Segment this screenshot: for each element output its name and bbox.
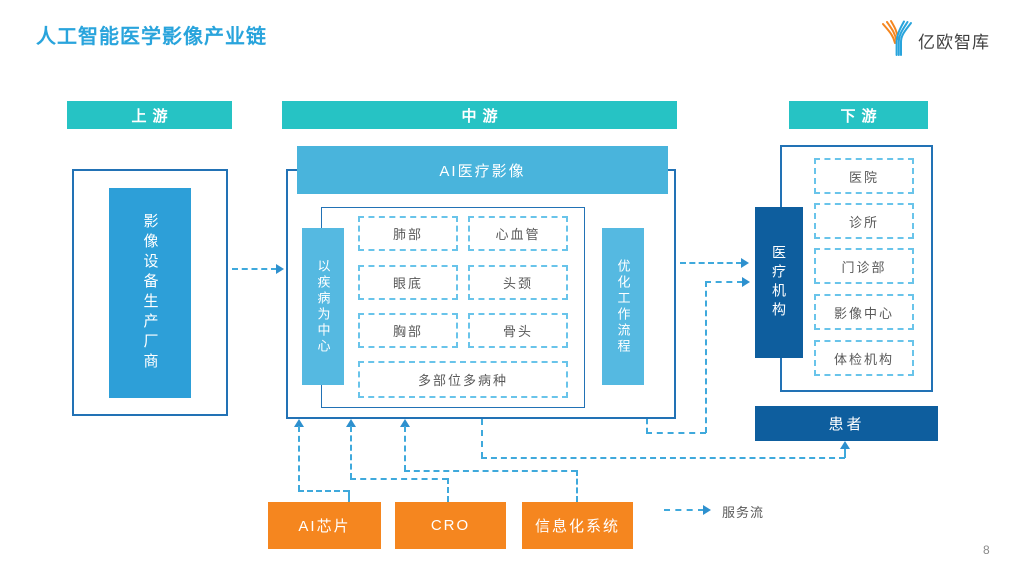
connector-cro-h [350, 478, 448, 480]
disease-item-lung: 肺部 [358, 216, 458, 251]
patient-box: 患者 [755, 406, 938, 441]
connector-patient-h [481, 457, 845, 459]
supplier-info-system: 信息化系统 [522, 502, 633, 549]
institution-type-label: 诊所 [848, 214, 879, 230]
arrowhead-institution-upper [741, 258, 749, 268]
arrowhead-cro [346, 419, 356, 427]
bar-midstream: 中游 [282, 101, 677, 129]
connector-ai-chip-v1 [298, 426, 300, 491]
disease-item-multi: 多部位多病种 [358, 361, 568, 398]
bar-downstream: 下游 [789, 101, 928, 129]
connector-institution-lower-v2 [705, 281, 707, 433]
disease-item-chest: 胸部 [358, 313, 458, 348]
logo-y-icon [880, 18, 914, 63]
institution-type-label: 门诊部 [841, 259, 887, 275]
institution-type-outpatient: 门诊部 [814, 248, 914, 284]
connector-cro-v2 [447, 478, 449, 502]
pillar-disease-centered: 以疾病为中心 [302, 228, 344, 385]
disease-item-label: 多部位多病种 [417, 373, 508, 388]
legend-service-flow-label: 服务流 [722, 505, 765, 520]
connector-ai-chip-h [298, 490, 349, 492]
institution-type-hospital: 医院 [814, 158, 914, 194]
disease-item-fundus: 眼底 [358, 265, 458, 300]
connector-patient-v2 [844, 447, 846, 458]
disease-item-label: 心血管 [495, 227, 541, 242]
arrowhead-patient [840, 441, 850, 449]
institution-type-clinic: 诊所 [814, 203, 914, 239]
connector-institution-lower-v1 [646, 419, 648, 433]
legend-dashed-line [664, 509, 704, 511]
bar-upstream: 上游 [67, 101, 232, 129]
institution-type-label: 体检机构 [833, 351, 894, 367]
disease-item-label: 胸部 [392, 324, 423, 339]
disease-item-label: 头颈 [502, 276, 533, 291]
institution-type-checkup: 体检机构 [814, 340, 914, 376]
supplier-ai-chip: AI芯片 [268, 502, 381, 549]
page-number: 8 [983, 543, 990, 557]
arrowhead-info-system [400, 419, 410, 427]
supplier-cro: CRO [395, 502, 506, 549]
disease-item-head-neck: 头颈 [468, 265, 568, 300]
connector-midstream-institution-upper [680, 262, 742, 264]
disease-item-cardiovascular: 心血管 [468, 216, 568, 251]
logo-text: 亿欧智库 [918, 33, 990, 52]
connector-ai-chip-v2 [348, 490, 350, 502]
connector-info-system-v1 [404, 426, 406, 471]
arrowhead-upstream-midstream [276, 264, 284, 274]
connector-cro-v1 [350, 426, 352, 479]
disease-item-label: 骨头 [502, 324, 533, 339]
legend-arrowhead [703, 505, 711, 515]
arrowhead-institution-lower [742, 277, 750, 287]
medical-institution-box: 医疗机构 [755, 207, 803, 358]
connector-institution-lower-h1 [646, 432, 706, 434]
disease-item-bone: 骨头 [468, 313, 568, 348]
connector-info-system-h [404, 470, 577, 472]
connector-upstream-midstream [232, 268, 277, 270]
pillar-workflow-optimization: 优化工作流程 [602, 228, 644, 385]
arrowhead-ai-chip [294, 419, 304, 427]
page-title: 人工智能医学影像产业链 [36, 26, 267, 48]
logo: 亿欧智库 [880, 18, 990, 63]
connector-institution-lower-h2 [705, 281, 743, 283]
ai-medical-imaging-header: AI医疗影像 [297, 146, 668, 194]
disease-item-label: 眼底 [392, 276, 423, 291]
institution-type-imaging-center: 影像中心 [814, 294, 914, 330]
manufacturer-box: 影像设备生产厂商 [109, 188, 191, 398]
institution-type-label: 医院 [848, 169, 879, 185]
disease-item-label: 肺部 [392, 227, 423, 242]
connector-patient-v1 [481, 419, 483, 458]
institution-type-label: 影像中心 [833, 305, 894, 321]
connector-info-system-v2 [576, 470, 578, 502]
